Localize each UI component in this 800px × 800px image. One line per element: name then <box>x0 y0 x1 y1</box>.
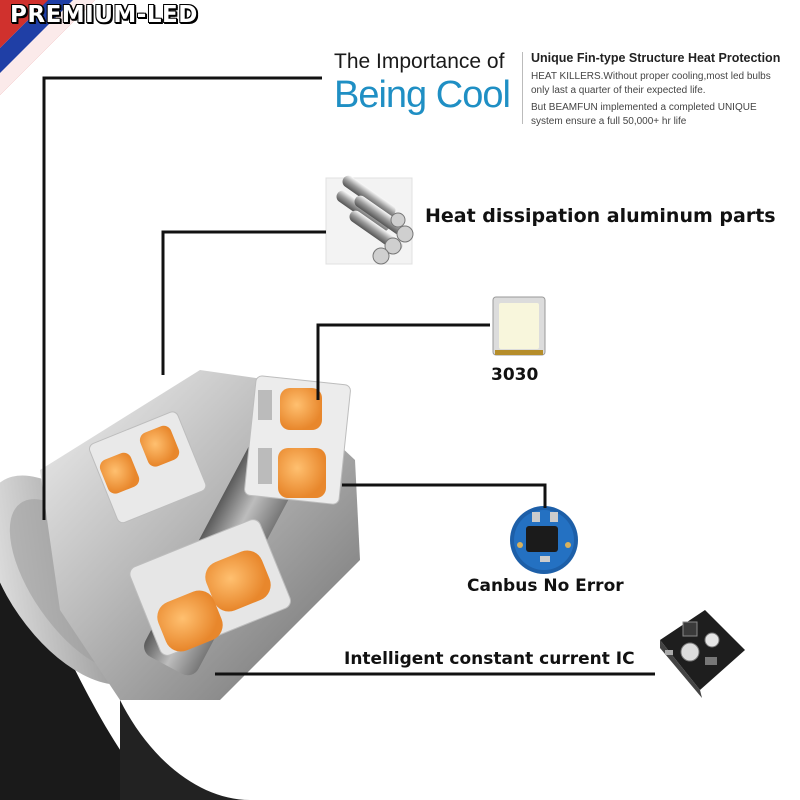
header-body-line: But BEAMFUN implemented a completed UNIQ… <box>531 102 757 113</box>
feature-label-aluminum: Heat dissipation aluminum parts <box>425 205 776 227</box>
header-title-line1: The Importance of <box>334 50 505 73</box>
feature-label-3030: 3030 <box>491 365 539 385</box>
feature-label-ic: Intelligent constant current IC <box>344 649 635 669</box>
smd-chip-icon <box>492 296 546 356</box>
driver-ic-board-icon <box>660 610 745 698</box>
header-body-line: system ensure a full 50,000+ hr life <box>531 116 687 127</box>
header-subtitle: Unique Fin-type Structure Heat Protectio… <box>531 51 781 65</box>
feature-label-canbus: Canbus No Error <box>467 576 624 596</box>
header-body-line: HEAT KILLERS.Without proper cooling,most… <box>531 71 771 82</box>
aluminum-rods-icon <box>325 175 414 265</box>
brand-label: PREMIUM-LED <box>10 2 198 28</box>
canbus-board-icon <box>510 506 578 574</box>
header-divider <box>522 52 523 124</box>
header-body-line: only last a quarter of their expected li… <box>531 85 706 96</box>
header-title-line2: Being Cool <box>334 74 511 116</box>
